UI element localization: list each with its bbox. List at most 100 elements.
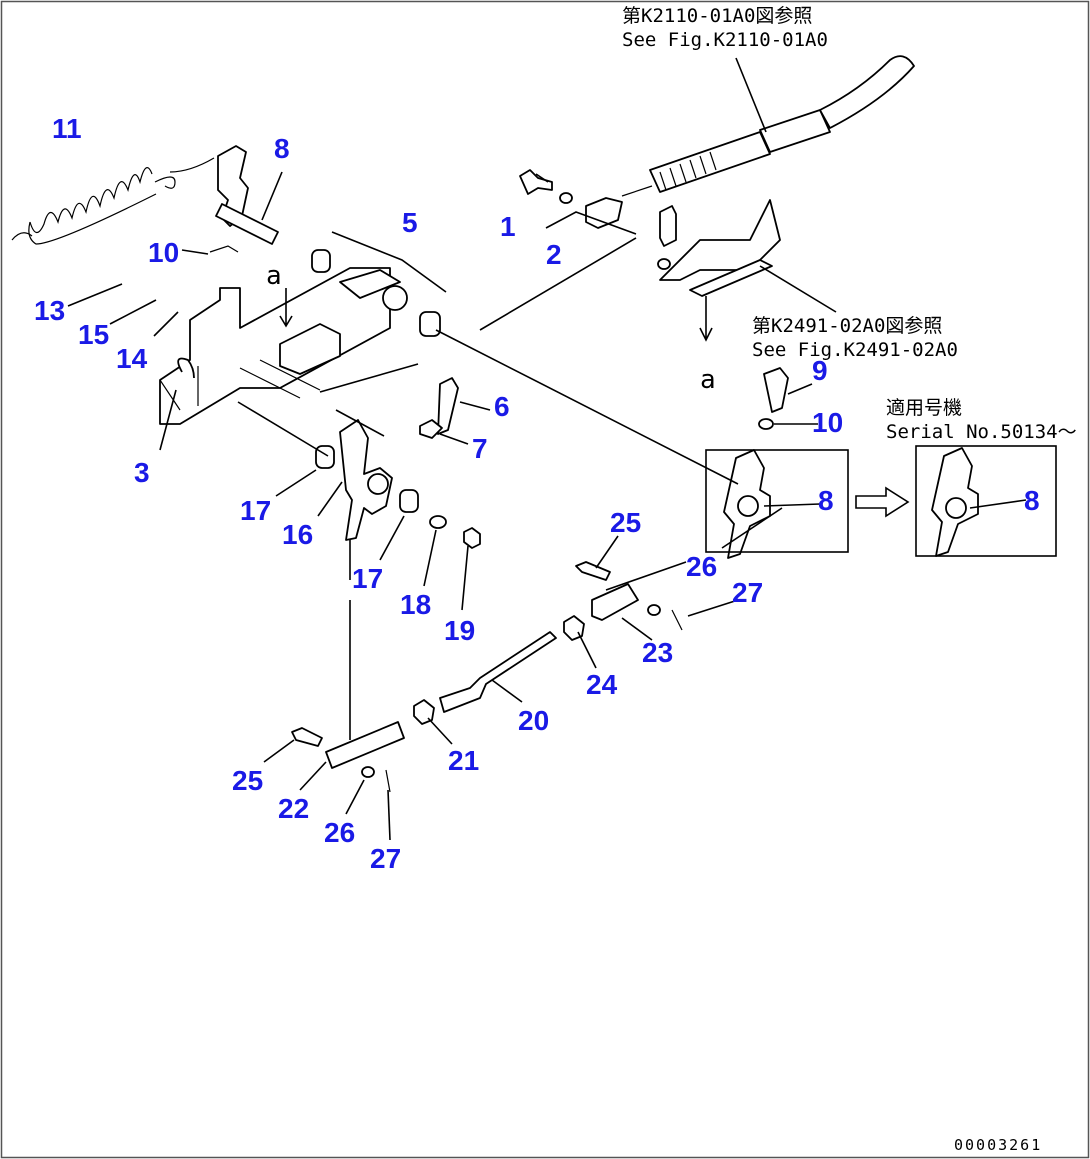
leader-17a <box>275 469 317 497</box>
lever-16 <box>339 419 393 541</box>
cable-body <box>649 131 771 193</box>
nut-6 <box>419 419 443 439</box>
washer-26-top <box>647 604 661 616</box>
marker-a-left: a <box>266 261 282 291</box>
leader-20 <box>491 679 523 703</box>
washer-18 <box>429 515 447 529</box>
callout-3: 3 <box>134 457 150 488</box>
leader-25-bottom <box>263 739 295 763</box>
washer-10 <box>758 418 774 430</box>
ref-top-en: See Fig.K2110-01A0 <box>622 29 828 51</box>
callout-23: 23 <box>642 637 673 668</box>
ref-top-jp: 第K2110-01A0図参照 <box>622 5 812 27</box>
callout-22: 22 <box>278 793 309 824</box>
callout-9: 9 <box>812 355 828 386</box>
leader-26-top <box>605 561 687 591</box>
leader-4 <box>331 231 447 293</box>
detail-box-right <box>915 445 1057 557</box>
clevis-23 <box>591 583 639 621</box>
callout-17-b: 17 <box>352 563 383 594</box>
bushing-right <box>419 311 441 337</box>
bushing-17b <box>399 489 419 513</box>
leader-19 <box>461 545 469 611</box>
callout-labels: 11 8 10 5 1 2 13 15 14 3 9 6 10 7 8 8 17… <box>34 113 1040 874</box>
clevis-22 <box>325 721 405 769</box>
callout-26-top: 26 <box>686 551 717 582</box>
assembly-line-8-23 <box>721 507 783 549</box>
callout-20: 20 <box>518 705 549 736</box>
bracket-details <box>159 359 321 411</box>
leader-1 <box>535 173 549 183</box>
bushing-17a <box>315 445 335 469</box>
leader-5 <box>459 401 491 411</box>
leader-16 <box>317 481 343 517</box>
shaft-end <box>339 269 401 299</box>
cable-rod <box>621 185 653 197</box>
callout-24: 24 <box>586 669 618 700</box>
leader-8 <box>763 503 821 507</box>
leader-2 <box>545 211 637 235</box>
leader-ref-top <box>735 57 767 133</box>
leader-11 <box>181 249 209 255</box>
callout-27-top: 27 <box>732 577 763 608</box>
nut-19 <box>463 527 481 549</box>
callout-18: 18 <box>400 589 431 620</box>
callout-19: 19 <box>444 615 475 646</box>
pin-25-bottom <box>291 727 323 747</box>
leader-18 <box>423 529 437 587</box>
leader-26-bottom <box>345 779 365 815</box>
callout-21: 21 <box>448 745 479 776</box>
leader-23 <box>621 617 653 641</box>
callout-1: 1 <box>500 211 516 242</box>
callout-2: 2 <box>546 239 562 270</box>
callout-4: 5 <box>402 207 418 238</box>
block-part <box>279 323 341 375</box>
marker-a-right: a <box>700 365 716 395</box>
leader-7 <box>261 171 283 221</box>
cable-fitting <box>759 109 831 153</box>
cable-threads <box>659 151 717 191</box>
assembly-line-lever8 <box>435 329 739 485</box>
leader-8-alt <box>969 499 1027 509</box>
callout-14: 14 <box>116 343 148 374</box>
callout-11: 10 <box>148 237 179 268</box>
bracket-part <box>159 267 391 425</box>
leader-ref-mid <box>759 265 837 313</box>
leader-21 <box>427 717 453 745</box>
callout-12: 11 <box>52 113 82 144</box>
assembly-line-cable <box>479 237 637 331</box>
leader-14 <box>153 311 179 337</box>
leader-6 <box>439 433 469 445</box>
leader-27-top <box>687 599 739 617</box>
callout-8: 8 <box>818 485 834 516</box>
callout-16: 16 <box>282 519 313 550</box>
callout-8-alt: 8 <box>1024 485 1040 516</box>
leader-9 <box>787 383 813 395</box>
cotter-27-top <box>671 609 683 631</box>
leader-lines <box>67 57 1027 841</box>
callout-15: 15 <box>78 319 109 350</box>
leader-22 <box>299 761 327 791</box>
detail-box-left <box>705 449 849 553</box>
bushing-top <box>311 249 331 273</box>
leader-17b <box>379 515 405 561</box>
washer-26-bottom <box>361 766 375 778</box>
callout-10: 10 <box>812 407 843 438</box>
lever-16-hub <box>367 473 389 495</box>
bolt-1 <box>519 169 553 195</box>
callout-27-bottom: 27 <box>370 843 401 874</box>
lever-pin <box>215 203 279 245</box>
assembly-line-lever16 <box>319 363 419 393</box>
shaft-boss <box>382 285 408 311</box>
pin-25-top <box>575 561 611 581</box>
leader-3 <box>159 389 177 451</box>
cable-bracket <box>659 199 781 281</box>
cotter-27-bottom <box>385 769 391 793</box>
drawing-number: 00003261 <box>954 1136 1042 1154</box>
leader-24 <box>577 631 597 669</box>
ref-mid-jp: 第K2491-02A0図参照 <box>752 315 942 337</box>
cable-sheath <box>819 55 915 129</box>
bracket-bolt <box>659 205 677 247</box>
